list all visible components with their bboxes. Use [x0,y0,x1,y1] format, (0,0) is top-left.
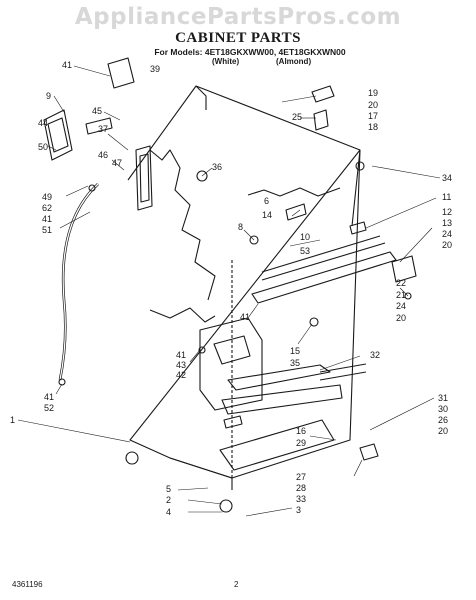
page-number: 2 [234,580,239,589]
cabinet-body [43,57,417,513]
callout-12: 12 [442,207,452,217]
callout-31: 31 [438,393,448,403]
callout-53: 53 [300,246,310,256]
watermark: AppliancePartsPros.com [74,4,402,30]
callout-15: 15 [290,346,300,356]
callout-3: 3 [296,505,301,515]
callout-24: 24 [442,229,452,239]
callout-24: 24 [396,301,406,311]
callout-35: 35 [290,358,300,368]
callout-41: 41 [62,60,72,70]
callout-14: 14 [262,210,272,220]
callout-33: 33 [296,494,306,504]
callout-41: 41 [42,214,52,224]
callout-52: 52 [44,403,54,413]
leader-lines [17,65,441,517]
callout-51: 51 [42,225,52,235]
callout-36: 36 [212,162,222,172]
callout-27: 27 [296,472,306,482]
callout-39: 39 [150,64,160,74]
callout-50: 50 [38,142,48,152]
callout-41: 41 [176,350,186,360]
callout-18: 18 [368,122,378,132]
callout-44: 44 [38,118,48,128]
callout-30: 30 [438,404,448,414]
callout-28: 28 [296,483,306,493]
callout-17: 17 [368,111,378,121]
callout-13: 13 [442,218,452,228]
callout-1: 1 [10,415,15,425]
callout-11: 11 [442,192,451,202]
callout-9: 9 [46,91,51,101]
callout-62: 62 [42,203,52,213]
callout-49: 49 [42,192,52,202]
callout-34: 34 [442,173,452,183]
callout-25: 25 [292,112,302,122]
callout-26: 26 [438,415,448,425]
variant-white: (White) [212,57,240,66]
callout-20: 20 [396,313,406,323]
callout-19: 19 [368,88,378,98]
variant-almond: (Almond) [276,57,312,66]
callout-6: 6 [264,196,269,206]
callout-32: 32 [370,350,380,360]
callout-8: 8 [238,222,243,232]
callout-29: 29 [296,438,306,448]
callout-20: 20 [368,100,378,110]
callout-10: 10 [300,232,310,242]
callout-2: 2 [166,495,171,505]
document-number: 4361196 [12,580,43,589]
callout-16: 16 [296,426,306,436]
callout-labels: 41 39 9 45 44 50 37 46 47 49 62 41 51 19… [10,60,452,517]
callout-22: 22 [396,278,406,288]
page-title: CABINET PARTS [175,30,301,46]
model-numbers: For Models: 4ET18GKXWW00, 4ET18GKXWN00 [154,47,346,57]
callout-47: 47 [112,158,122,168]
callout-37: 37 [98,124,108,134]
callout-20: 20 [438,426,448,436]
callout-45: 45 [92,106,102,116]
callout-21: 21 [396,290,406,300]
callout-4: 4 [166,507,171,517]
callout-5: 5 [166,484,171,494]
callout-41: 41 [44,392,54,402]
callout-20: 20 [442,240,452,250]
callout-41: 41 [240,312,250,322]
callout-43: 43 [176,360,186,370]
callout-46: 46 [98,150,108,160]
callout-42: 42 [176,370,186,380]
